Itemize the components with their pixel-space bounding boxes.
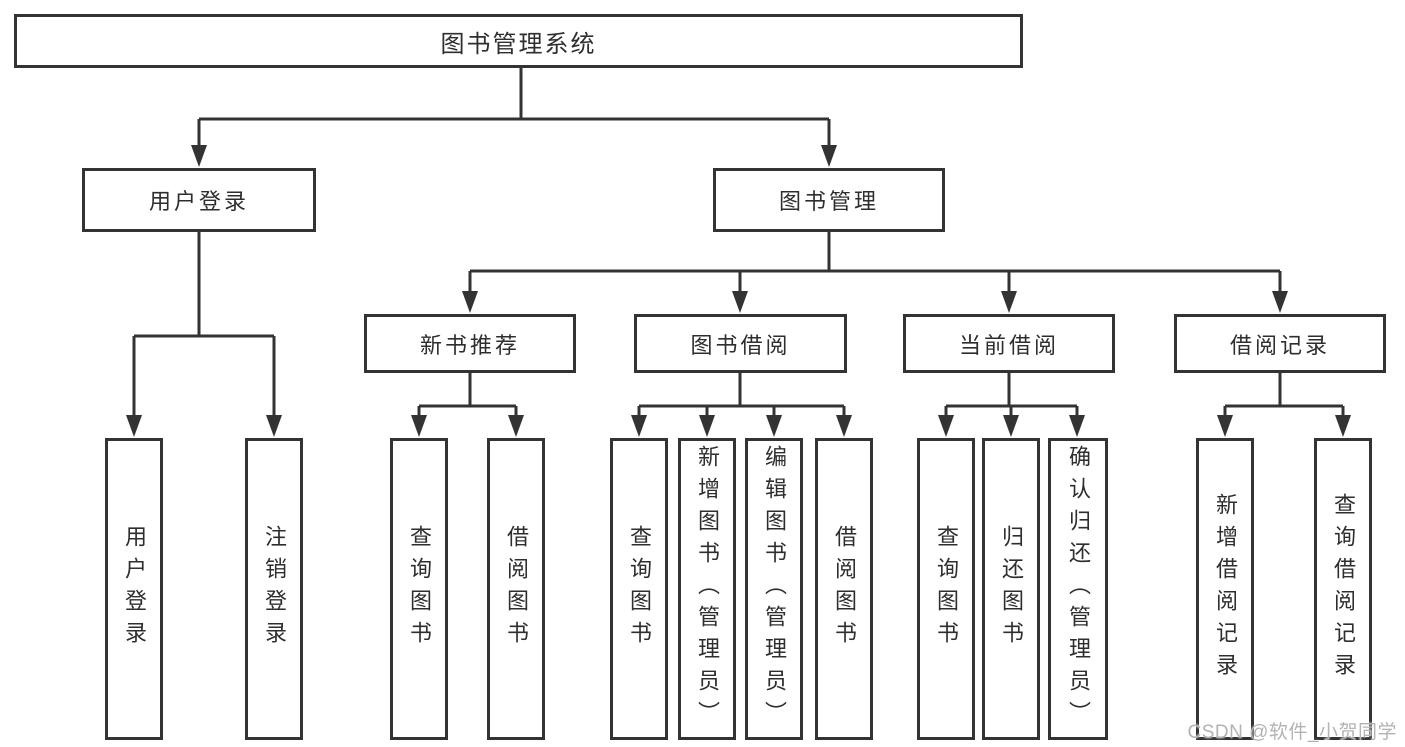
arrowhead-b1 <box>411 415 427 437</box>
node-borrow-records-label: 借阅记录 <box>1229 332 1330 358</box>
arrowhead-c2 <box>699 415 715 437</box>
leaf-query-book-borrow-label: 查询图书 <box>627 525 652 653</box>
arrowhead-d2 <box>1003 415 1019 437</box>
node-new-book-recommend-label: 新书推荐 <box>419 332 520 358</box>
node-book-borrow: 图书借阅 <box>634 314 847 373</box>
leaf-query-borrow-record-label: 查询借阅记录 <box>1331 493 1356 685</box>
arrowhead-a2 <box>266 415 282 437</box>
node-new-book-recommend: 新书推荐 <box>364 314 576 373</box>
node-root-label: 图书管理系统 <box>440 30 597 58</box>
leaf-edit-book-admin-label: 编辑图书（管理员） <box>762 445 787 733</box>
csdn-watermark: CSDN @软件_小贺同学 <box>1187 722 1397 743</box>
arrowhead-c4 <box>836 415 852 437</box>
node-book-management-label: 图书管理 <box>778 189 879 214</box>
arrowhead-current <box>1001 291 1017 313</box>
node-book-management: 图书管理 <box>713 168 945 232</box>
node-user-login: 用户登录 <box>82 168 316 232</box>
leaf-edit-book-admin: 编辑图书（管理员） <box>745 438 803 740</box>
leaf-query-book-recommend: 查询图书 <box>390 438 448 740</box>
leaf-logout: 注销登录 <box>245 438 303 740</box>
leaf-return-book-label: 归还图书 <box>999 525 1024 653</box>
leaf-add-borrow-record: 新增借阅记录 <box>1196 438 1254 740</box>
leaf-query-book-borrow: 查询图书 <box>610 438 668 740</box>
node-root: 图书管理系统 <box>14 14 1023 68</box>
leaf-user-login: 用户登录 <box>105 438 163 740</box>
arrowhead-e2 <box>1335 415 1351 437</box>
leaf-user-login-label: 用户登录 <box>122 525 147 653</box>
arrowheads <box>126 145 1351 437</box>
leaf-return-book: 归还图书 <box>982 438 1040 740</box>
leaf-add-book-admin: 新增图书（管理员） <box>678 438 736 740</box>
arrowhead-a1 <box>126 415 142 437</box>
leaf-query-book-recommend-label: 查询图书 <box>407 525 432 653</box>
leaf-query-borrow-record: 查询借阅记录 <box>1314 438 1372 740</box>
arrowhead-e1 <box>1217 415 1233 437</box>
arrowhead-d1 <box>938 415 954 437</box>
leaf-logout-label: 注销登录 <box>262 525 287 653</box>
arrowhead-records <box>1272 291 1288 313</box>
arrowhead-d3 <box>1069 415 1085 437</box>
arrowhead-c3 <box>766 415 782 437</box>
leaf-borrow-book: 借阅图书 <box>815 438 873 740</box>
node-book-borrow-label: 图书借阅 <box>690 332 791 358</box>
leaf-confirm-return-admin: 确认归还（管理员） <box>1048 438 1108 740</box>
node-user-login-label: 用户登录 <box>148 189 249 214</box>
leaf-borrow-book-label: 借阅图书 <box>832 525 857 653</box>
leaf-borrow-book-recommend-label: 借阅图书 <box>504 525 529 653</box>
leaf-borrow-book-recommend: 借阅图书 <box>487 438 545 740</box>
arrowhead-borrow <box>732 291 748 313</box>
node-current-borrow: 当前借阅 <box>903 314 1115 373</box>
node-current-borrow-label: 当前借阅 <box>958 332 1059 358</box>
arrowhead-c1 <box>631 415 647 437</box>
leaf-query-book-current: 查询图书 <box>917 438 975 740</box>
arrowhead-user-login <box>191 145 207 167</box>
arrowhead-b2 <box>508 415 524 437</box>
node-borrow-records: 借阅记录 <box>1174 314 1386 373</box>
arrowhead-recommend <box>462 291 478 313</box>
leaf-confirm-return-admin-label: 确认归还（管理员） <box>1066 445 1091 733</box>
arrowhead-book-mgmt <box>821 145 837 167</box>
leaf-add-borrow-record-label: 新增借阅记录 <box>1213 493 1238 685</box>
leaf-add-book-admin-label: 新增图书（管理员） <box>695 445 720 733</box>
leaf-query-book-current-label: 查询图书 <box>934 525 959 653</box>
